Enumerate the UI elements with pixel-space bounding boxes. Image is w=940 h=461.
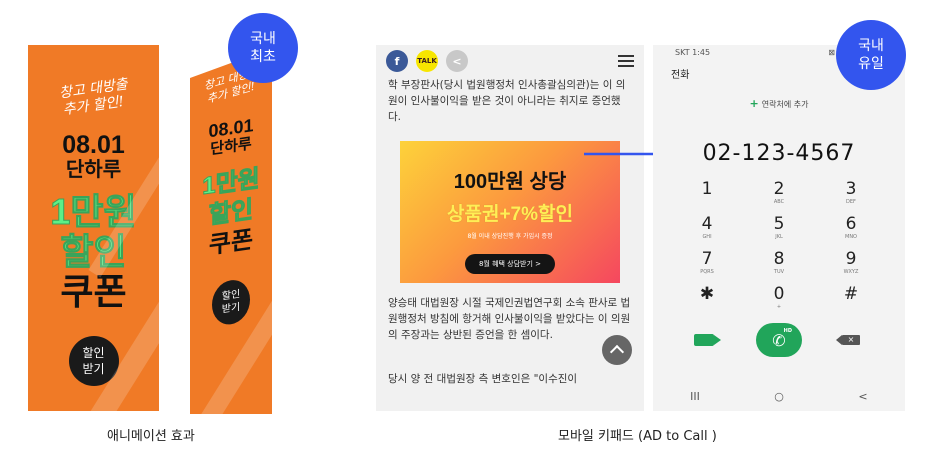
key-1[interactable]: 1	[671, 179, 743, 214]
skewed-banner: 창고 대방출 추가 할인! 08.01 단하루 1만원 할인 쿠폰 할인 받기	[190, 48, 272, 414]
article-paragraph: 당시 양 전 대법원장 측 변호인은 "이수진이	[388, 373, 578, 385]
key-letters: MNO	[845, 234, 857, 240]
banner-amount: 1만원	[50, 191, 137, 232]
ad-subtitle: 상품권+7%할인	[447, 204, 573, 225]
add-contact-label: 연락처에 추가	[761, 100, 809, 109]
key-digit: 1	[701, 179, 713, 199]
key-letters: JKL	[775, 234, 783, 240]
only-in-korea-badge: 국내 유일	[836, 20, 906, 90]
key-letters: DEF	[846, 199, 856, 205]
key-0[interactable]: 0+	[743, 284, 815, 319]
key-letters: +	[776, 304, 782, 310]
button-line: 받기	[82, 362, 105, 376]
status-time: SKT 1:45	[675, 48, 711, 57]
get-discount-button[interactable]: 할인 받기	[68, 336, 119, 386]
get-discount-button[interactable]: 할인 받기	[212, 277, 250, 327]
scroll-up-icon[interactable]	[602, 335, 632, 365]
call-button[interactable]: ✆HD	[756, 323, 802, 357]
key-digit: 3	[845, 179, 857, 199]
key-hash[interactable]: #	[815, 284, 887, 319]
android-nav-bar: III ○ <	[653, 390, 905, 403]
banner-date: 08.01	[62, 131, 125, 159]
phone-icon: ✆	[772, 330, 786, 350]
ad-note: 8월 이내 상담진행 후 가입시 증정	[467, 233, 553, 240]
key-digit: #	[843, 284, 859, 304]
hd-label: HD	[783, 328, 792, 334]
call-actions: ✆HD ×	[671, 323, 887, 357]
key-digit: 8	[773, 249, 785, 269]
key-letters: PQRS	[700, 269, 714, 275]
key-digit: 4	[701, 214, 713, 234]
article-paragraph: 학 부장판사(당시 법원행정처 인사총괄심의관)는 이 의원이 인사불이익을 받…	[388, 79, 626, 123]
animated-banner: 창고 대방출 추가 할인! 08.01 단하루 1만원 할인 쿠폰 할인 받기	[28, 45, 159, 411]
button-line: 할인	[82, 346, 105, 360]
banner-discount: 할인	[60, 231, 127, 272]
key-letters: WXYZ	[843, 269, 859, 275]
key-digit: 2	[773, 179, 785, 199]
ad-banner[interactable]: 100만원 상당 상품권+7%할인 8월 이내 상담진행 후 가입시 증정 8월…	[400, 141, 620, 283]
key-digit: 5	[773, 214, 785, 234]
add-contact-button[interactable]: +연락처에 추가	[653, 97, 905, 110]
recent-apps-icon[interactable]: III	[690, 390, 700, 403]
back-icon[interactable]: <	[858, 390, 868, 403]
key-digit: 6	[845, 214, 857, 234]
hamburger-menu-icon[interactable]	[618, 55, 634, 67]
share-bar: f TALK <	[376, 45, 644, 77]
mobile-article-screen: f TALK < 학 부장판사(당시 법원행정처 인사총괄심의관)는 이 의원이…	[376, 45, 644, 411]
share-icon[interactable]: <	[446, 50, 468, 72]
ad-title: 100만원 상당	[453, 171, 567, 193]
dialer-title: 전화	[671, 70, 690, 81]
plus-icon: +	[749, 97, 759, 110]
key-letters: TUV	[773, 269, 785, 275]
key-star[interactable]: ✱	[671, 284, 743, 319]
facebook-icon[interactable]: f	[386, 50, 408, 72]
animation-caption: 애니메이션 효과	[107, 429, 195, 444]
key-letters: ABC	[773, 199, 785, 205]
key-digit: 9	[845, 249, 857, 269]
key-digit: 7	[701, 249, 713, 269]
ad-consult-button[interactable]: 8월 혜택 상담받기 >	[464, 254, 556, 274]
key-digit: ✱	[699, 284, 715, 304]
backspace-icon[interactable]: ×	[836, 335, 860, 345]
keypad-caption: 모바일 키패드 (AD to Call )	[558, 429, 717, 444]
home-icon[interactable]: ○	[774, 390, 784, 403]
key-digit: 0	[773, 284, 785, 304]
first-in-korea-badge: 국내 최초	[228, 13, 298, 83]
button-line: 받기	[221, 301, 241, 316]
dialed-number: 02-123-4567	[702, 141, 856, 166]
key-letters: GHI	[702, 234, 712, 240]
banner-day: 단하루	[65, 159, 122, 181]
video-call-icon[interactable]	[694, 334, 721, 346]
phone-dialer-screen: SKT 1:45 ⊠ ull 전화 +연락처에 추가 02-123-4567 1…	[653, 45, 905, 411]
article-paragraph: 양승태 대법원장 시절 국제인권법연구회 소속 판사로 법원행정처 방침에 항거…	[388, 297, 631, 341]
kakaotalk-icon[interactable]: TALK	[416, 50, 438, 72]
banner-coupon: 쿠폰	[60, 271, 127, 312]
